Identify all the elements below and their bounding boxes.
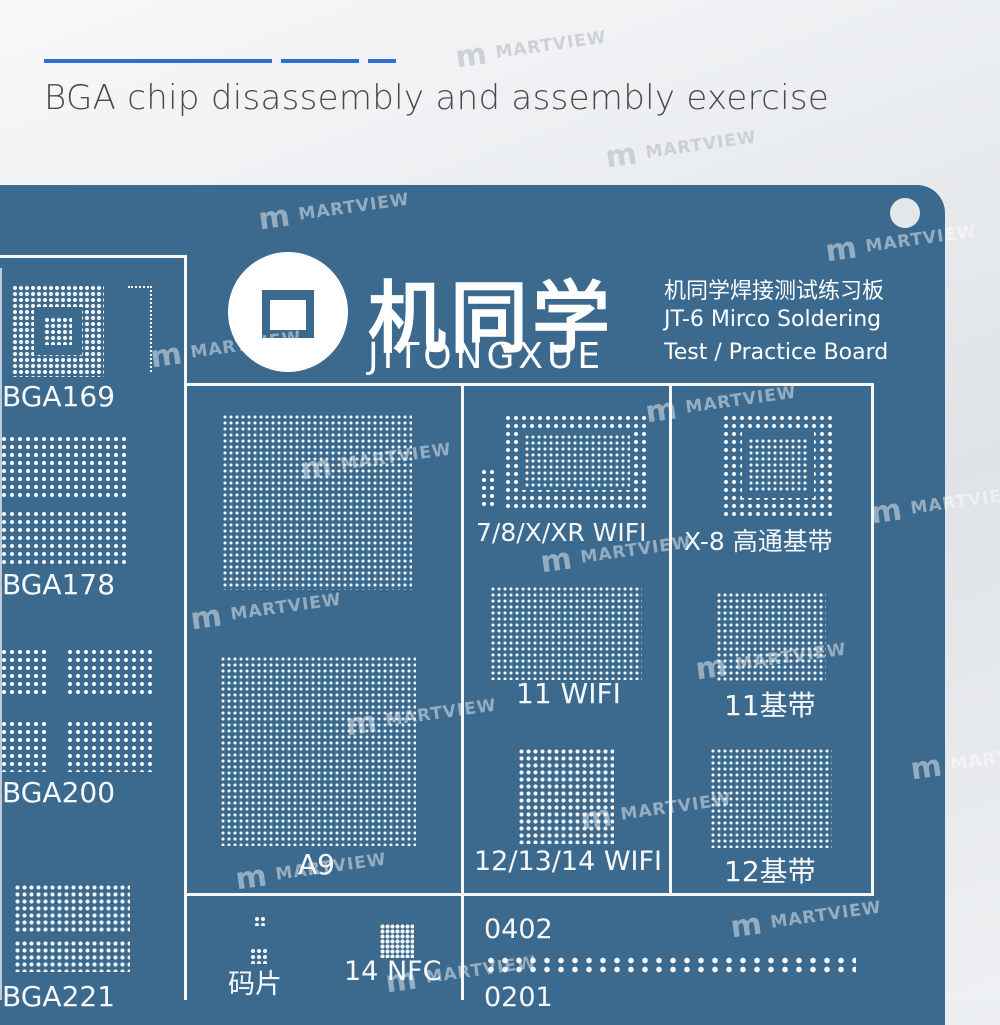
mounting-hole <box>890 198 920 228</box>
wifi-121314-label: 12/13/14 WIFI <box>474 846 662 877</box>
frame-line <box>184 383 874 386</box>
bga200-pad-array-1 <box>0 648 48 698</box>
code-chip-pads-top <box>254 916 266 926</box>
bga221-pad-array-top <box>14 884 130 932</box>
frame-line <box>871 383 874 895</box>
bga169-center-pads <box>44 317 72 345</box>
nfc-14-pad-array <box>380 924 414 958</box>
x8-baseband-label: X-8 高通基带 <box>684 527 833 556</box>
baseband-12-pad-array <box>710 748 832 848</box>
a9-pad-array-bottom <box>220 656 416 846</box>
x8-baseband-center-pads <box>748 438 808 492</box>
frame-line <box>0 268 2 1000</box>
header-accent-line-1 <box>44 59 272 63</box>
baseband-11-label: 11基带 <box>724 689 816 722</box>
bga200-label: BGA200 <box>2 776 116 809</box>
nfc-14-label: 14 NFC <box>344 956 442 987</box>
frame-line <box>669 383 672 895</box>
bga169-label: BGA169 <box>2 380 116 413</box>
r0201-label: 0201 <box>484 982 553 1013</box>
bga200-pad-array-3 <box>0 720 48 772</box>
brand-logo-icon <box>228 252 348 372</box>
header-accent-line-2 <box>281 59 359 63</box>
wifi-78xxr-label: 7/8/X/XR WIFI <box>476 518 647 547</box>
board-subtitle-en-1: JT-6 Mirco Soldering <box>664 307 882 332</box>
frame-line <box>461 383 464 1000</box>
wifi-78xxr-side-pads <box>480 468 494 510</box>
bga221-label: BGA221 <box>2 980 116 1013</box>
a9-pad-array-top <box>222 414 412 590</box>
wifi-11-label: 11 WIFI <box>516 677 621 710</box>
r0402-pad-row <box>484 956 856 974</box>
bga169-outline <box>128 286 152 372</box>
bga178-pad-array-top <box>0 435 130 497</box>
header-accent-line-3 <box>368 59 396 63</box>
bga178-pad-array-bottom <box>0 510 130 564</box>
bga221-pad-array-bottom <box>14 940 130 972</box>
board-subtitle-cn: 机同学焊接测试练习板 <box>664 279 885 304</box>
brand-logo-mark <box>262 290 314 338</box>
brand-name-en: JITONGXUE <box>368 336 605 377</box>
board-subtitle-en-2: Test / Practice Board <box>664 340 889 365</box>
baseband-11-pad-array <box>716 592 826 682</box>
frame-line <box>184 255 187 1000</box>
bga200-pad-array-4 <box>66 720 152 772</box>
wifi-121314-pad-array <box>518 748 614 844</box>
bga200-pad-array-2 <box>66 648 152 698</box>
code-chip-label: 码片 <box>228 969 282 1000</box>
frame-line <box>184 893 874 896</box>
baseband-12-label: 12基带 <box>724 855 816 888</box>
wifi-78xxr-center-pads <box>524 434 630 488</box>
frame-line <box>0 255 186 258</box>
brand-name-cn: 机同学 <box>368 274 615 364</box>
code-chip-pads-bottom <box>250 948 268 964</box>
page-headline: BGA chip disassembly and assembly exerci… <box>44 78 830 118</box>
r0402-label: 0402 <box>484 914 553 945</box>
wifi-11-pad-array <box>490 586 642 680</box>
bga178-label: BGA178 <box>2 568 116 601</box>
a9-label: A9 <box>298 848 335 881</box>
